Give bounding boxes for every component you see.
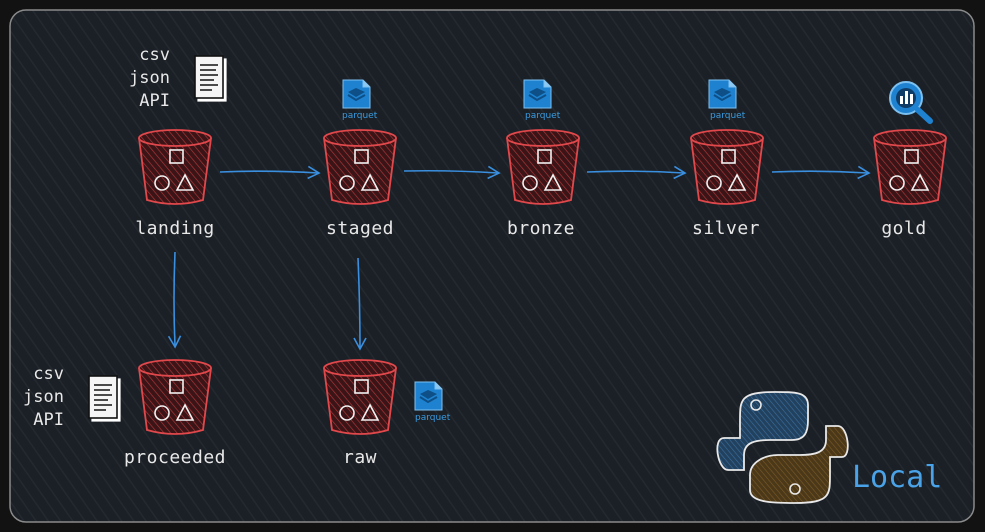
parquet-icon-silver: parquet [708,79,746,121]
source-item: csv [139,45,170,65]
local-label: Local [852,460,943,495]
bucket-label-raw: raw [342,447,377,468]
arrow-bronze-silver [586,165,687,180]
source-item: csv [33,364,64,384]
analytics-magnifier-icon [889,81,933,124]
bucket-staged-icon [323,129,397,205]
bucket-proceeded-icon [138,359,212,435]
parquet-label: parquet [342,111,378,121]
source-list-bottom: csv json API [4,363,64,432]
bucket-gold-icon [873,129,947,205]
arrow-staged-raw [353,257,367,351]
bucket-label-silver: silver [691,218,761,239]
parquet-icon-raw: parquet [414,381,451,423]
parquet-icon-staged: parquet [342,79,378,121]
bucket-raw-icon [323,359,397,435]
source-item: API [33,410,64,430]
bucket-label-proceeded: proceeded [123,447,227,468]
document-icon-top [194,55,227,102]
arrow-landing-proceeded [167,251,182,349]
source-item: API [139,91,170,111]
parquet-label: parquet [525,111,561,121]
arrow-staged-bronze [403,165,501,180]
bucket-label-bronze: bronze [506,218,576,239]
bucket-label-gold: gold [881,218,927,239]
source-item: json [23,387,64,407]
bucket-landing-icon [138,129,212,205]
arrow-landing-staged [219,165,321,180]
bucket-label-landing: landing [135,218,215,239]
parquet-label: parquet [415,413,451,423]
python-logo-icon [716,391,849,504]
bucket-silver-icon [690,129,764,205]
arrow-silver-gold [771,165,871,180]
source-item: json [129,68,170,88]
parquet-icon-bronze: parquet [523,79,561,121]
bucket-bronze-icon [506,129,580,205]
document-icon-bottom [88,375,121,422]
bucket-label-staged: staged [325,218,395,239]
source-list-top: csv json API [110,44,170,113]
parquet-label: parquet [710,111,746,121]
